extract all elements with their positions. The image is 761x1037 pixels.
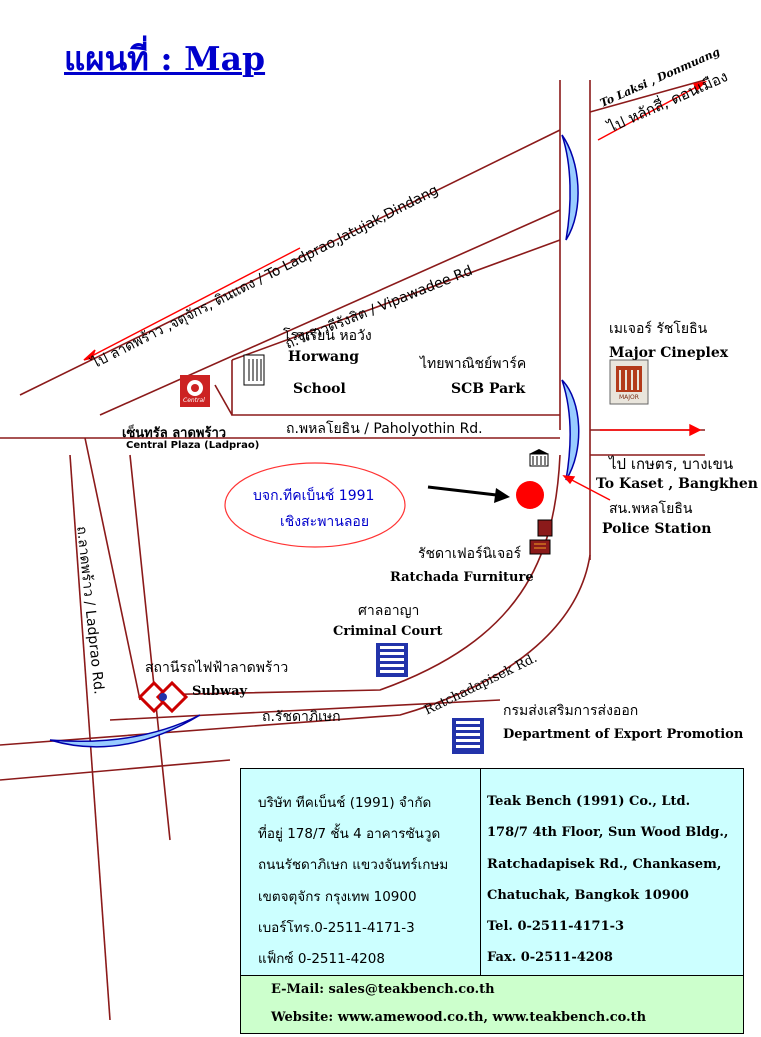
label-scb-th: ไทยพาณิชย์พาร์ค bbox=[420, 356, 527, 372]
arrow-police bbox=[567, 477, 611, 501]
road-ladprao-right bbox=[84, 437, 141, 701]
label-police-en: Police Station bbox=[602, 521, 712, 537]
thai-line: ที่อยู่ 178/7 ชั้น 4 อาคารซันวูด bbox=[258, 826, 441, 842]
road-ratchada-outer bbox=[0, 554, 591, 746]
thai-line: แฟ็กซ์ 0-2511-4208 bbox=[258, 951, 385, 967]
location-marker bbox=[516, 481, 544, 509]
english-line: Teak Bench (1991) Co., Ltd. bbox=[487, 794, 691, 809]
english-line: Chatuchak, Bangkok 10900 bbox=[487, 888, 689, 903]
road-ratchada-inner bbox=[144, 454, 561, 696]
furniture-icon bbox=[529, 519, 553, 555]
label-export-en: Department of Export Promotion bbox=[503, 727, 744, 742]
label-major-en: Major Cineplex bbox=[609, 345, 729, 361]
label-ratchada-th: ถ.รัชดาภิเษก bbox=[262, 709, 341, 725]
label-major-logo: MAJOR bbox=[619, 394, 639, 401]
arrow-laksi bbox=[597, 84, 701, 141]
label-paholyothin: ถ.พหลโยธิน / Paholyothin Rd. bbox=[286, 421, 483, 437]
label-kaset-en: To Kaset , Bangkhen bbox=[596, 476, 758, 492]
english-line: 178/7 4th Floor, Sun Wood Bldg., bbox=[487, 825, 729, 840]
label-furniture-th: รัชดาเฟอร์นิเจอร์ bbox=[418, 546, 522, 562]
contact-english: Teak Bench (1991) Co., Ltd. 178/7 4th Fl… bbox=[481, 769, 743, 975]
label-scb-en: SCB Park bbox=[451, 381, 526, 397]
website-link[interactable]: Website: www.amewood.co.th, www.teakbenc… bbox=[271, 1010, 647, 1025]
label-central-th: เซ็นทรัล ลาดพร้าว bbox=[122, 426, 227, 441]
contact-thai: บริษัท ทีคเบ็นช์ (1991) จำกัด ที่อยู่ 17… bbox=[241, 769, 481, 975]
major-icon bbox=[609, 359, 649, 405]
label-company-1: บจก.ทีคเบ็นช์ 1991 bbox=[253, 488, 375, 504]
label-major-th: เมเจอร์ รัชโยธิน bbox=[609, 321, 708, 337]
bridge-mid bbox=[561, 379, 580, 481]
label-kaset-th: ไป เกษตร, บางเขน bbox=[609, 455, 734, 473]
bridge-top bbox=[561, 134, 579, 241]
label-court-en: Criminal Court bbox=[333, 624, 443, 639]
road-ladprao-upper bbox=[19, 129, 561, 396]
thai-line: เขตจตุจักร กรุงเทพ 10900 bbox=[258, 889, 417, 905]
contact-info-box: บริษัท ทีคเบ็นช์ (1991) จำกัด ที่อยู่ 17… bbox=[240, 768, 744, 1034]
court-building-icon bbox=[376, 643, 408, 677]
label-subway-en: Subway bbox=[192, 684, 248, 699]
company-arrow bbox=[427, 485, 506, 498]
label-export-th: กรมส่งเสริมการส่งออก bbox=[503, 703, 639, 719]
label-court-th: ศาลอาญา bbox=[358, 603, 420, 619]
road-ladprao-right2 bbox=[129, 454, 171, 841]
label-horwang-en2: School bbox=[293, 381, 346, 397]
english-line: Fax. 0-2511-4208 bbox=[487, 950, 613, 965]
subway-logo-icon bbox=[137, 680, 189, 714]
label-horwang-th: โรงเรียน หอวัง bbox=[283, 328, 372, 344]
english-line: Tel. 0-2511-4171-3 bbox=[487, 919, 625, 934]
english-line: Ratchadapisek Rd., Chankasem, bbox=[487, 857, 722, 872]
email-link[interactable]: E-Mail: sales@teakbench.co.th bbox=[271, 982, 495, 997]
bridge-bottom bbox=[49, 714, 201, 748]
label-subway-th: สถานีรถไฟฟ้าลาดพร้าว bbox=[145, 660, 289, 676]
label-police-th: สน.พหลโยธิน bbox=[609, 501, 693, 517]
thai-line: เบอร์โทร.0-2511-4171-3 bbox=[258, 920, 415, 936]
label-horwang-en1: Horwang bbox=[288, 349, 360, 365]
label-central-logo: Central bbox=[183, 397, 205, 404]
police-icon bbox=[529, 449, 549, 467]
road-bottom bbox=[0, 759, 231, 781]
road-vipawadee-lower bbox=[231, 239, 561, 361]
school-icon bbox=[243, 354, 265, 386]
contact-online: E-Mail: sales@teakbench.co.th Website: w… bbox=[241, 975, 743, 1033]
thai-line: บริษัท ทีคเบ็นช์ (1991) จำกัด bbox=[258, 795, 432, 811]
label-central-en: Central Plaza (Ladprao) bbox=[126, 440, 260, 451]
page-title: แผนที่ : Map bbox=[64, 39, 266, 78]
export-building-icon bbox=[452, 718, 484, 754]
label-company-2: เชิงสะพานลอย bbox=[280, 514, 370, 530]
road-bottom-line bbox=[109, 699, 501, 721]
thai-line: ถนนรัชดาภิเษก แขวงจันทร์เกษม bbox=[258, 857, 449, 873]
arrow-ladprao bbox=[83, 247, 301, 361]
label-furniture-en: Ratchada Furniture bbox=[390, 570, 534, 585]
road-central-left bbox=[214, 384, 233, 416]
company-ellipse bbox=[224, 462, 406, 548]
road-top-right bbox=[589, 79, 706, 113]
central-logo-icon bbox=[180, 375, 210, 407]
road-vipawadee bbox=[99, 209, 561, 416]
